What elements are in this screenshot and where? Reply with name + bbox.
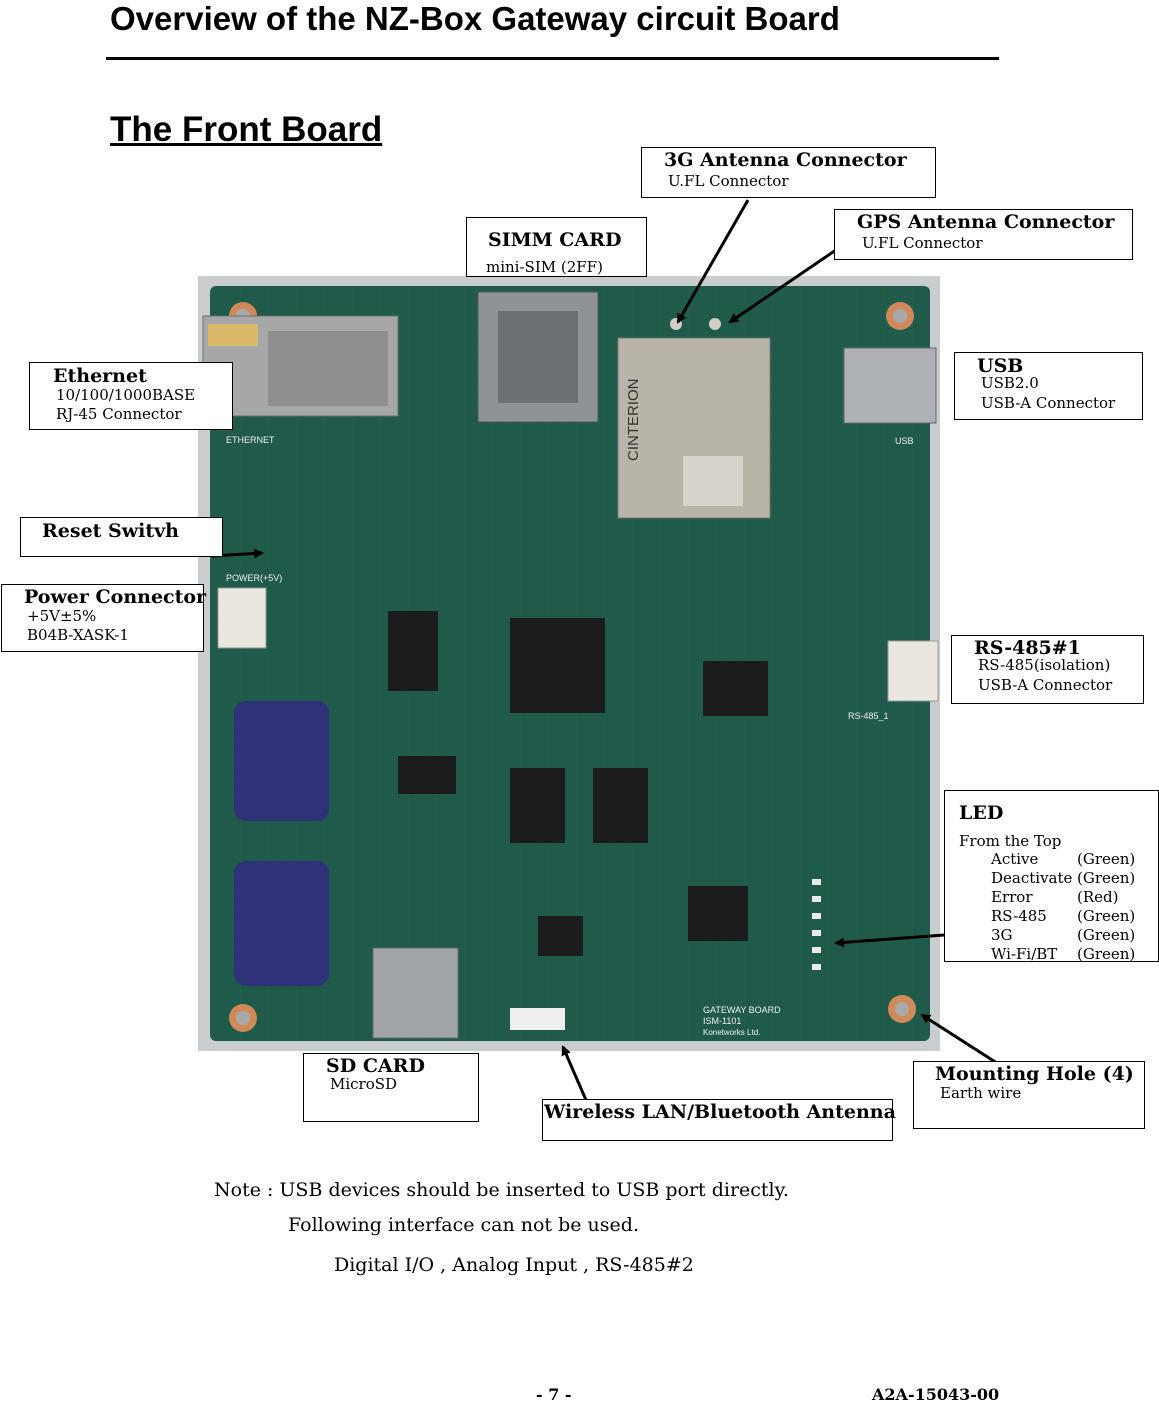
callout-3g-antenna: 3G Antenna Connector U.FL Connector bbox=[641, 147, 936, 198]
callout-power-connector: Power Connector +5V±5% B04B-XASK-1 bbox=[1, 584, 207, 652]
callout-title: SIMM CARD bbox=[488, 229, 622, 251]
svg-text:POWER(+5V): POWER(+5V) bbox=[226, 573, 282, 583]
svg-text:GATEWAY BOARD: GATEWAY BOARD bbox=[703, 1005, 781, 1015]
svg-text:Konetworks Ltd.: Konetworks Ltd. bbox=[703, 1028, 760, 1037]
supercapacitors bbox=[234, 701, 329, 986]
cellular-module: CINTERION bbox=[617, 337, 771, 519]
svg-text:USB: USB bbox=[895, 436, 914, 446]
svg-text:ETHERNET: ETHERNET bbox=[226, 435, 275, 445]
svg-text:RS-485_1: RS-485_1 bbox=[848, 711, 889, 721]
callout-reset-switch: Reset Switvh bbox=[20, 517, 223, 557]
callout-title: 3G Antenna Connector bbox=[664, 149, 907, 171]
ram-chip bbox=[388, 611, 438, 691]
callout-desc: USB2.0 bbox=[981, 374, 1039, 392]
memory-chip-2 bbox=[593, 768, 648, 843]
callout-title: RS-485#1 bbox=[974, 637, 1081, 659]
callout-desc: RJ-45 Connector bbox=[56, 405, 182, 423]
rs485-connector bbox=[887, 640, 939, 702]
led-name: Deactivate bbox=[991, 869, 1073, 887]
callout-desc: MicroSD bbox=[330, 1075, 398, 1093]
document-id: A2A-15043-00 bbox=[872, 1385, 1000, 1404]
ic-chip-2 bbox=[703, 661, 768, 716]
mounting-holes bbox=[229, 302, 916, 1032]
callout-desc: U.FL Connector bbox=[668, 172, 789, 190]
ic-chip bbox=[398, 756, 456, 794]
antenna-chip bbox=[510, 1008, 565, 1030]
callout-desc: 10/100/1000BASE bbox=[56, 386, 196, 404]
callout-desc: USB-A Connector bbox=[978, 676, 1113, 694]
note-line-3: Digital I/O , Analog Input , RS-485#2 bbox=[334, 1254, 694, 1276]
led-color: (Green) bbox=[1077, 945, 1136, 963]
led-name: Active bbox=[991, 850, 1039, 868]
note-line-2: Following interface can not be used. bbox=[288, 1214, 639, 1236]
led-intro: From the Top bbox=[959, 832, 1062, 850]
page-number: - 7 - bbox=[536, 1385, 572, 1404]
led-column bbox=[812, 879, 821, 970]
power-connector bbox=[217, 587, 267, 649]
svg-text:ISM-1101: ISM-1101 bbox=[703, 1016, 741, 1026]
ufl-gps bbox=[709, 318, 721, 330]
usb-jack bbox=[843, 347, 937, 424]
wifi-module bbox=[538, 916, 583, 956]
callout-desc: USB-A Connector bbox=[981, 394, 1116, 412]
callout-title: Ethernet bbox=[53, 365, 147, 387]
callout-title: LED bbox=[959, 802, 1004, 824]
led-color: (Green) bbox=[1077, 850, 1136, 868]
callout-title: SD CARD bbox=[326, 1055, 425, 1077]
sim-holder bbox=[477, 291, 599, 423]
callout-gps-antenna: GPS Antenna Connector U.FL Connector bbox=[834, 209, 1133, 260]
callout-title: Power Connector bbox=[24, 586, 207, 608]
callout-wireless-antenna: Wireless LAN/Bluetooth Antenna bbox=[542, 1099, 896, 1141]
cpu-chip bbox=[510, 618, 605, 713]
callout-title: USB bbox=[977, 355, 1024, 377]
ic-chip-3 bbox=[688, 886, 748, 941]
callout-title: Reset Switvh bbox=[42, 520, 179, 542]
circuit-board-photo: CINTERION GATEWAY BOARD ISM-1101 Konetwo… bbox=[198, 276, 940, 1051]
callout-desc: U.FL Connector bbox=[862, 234, 983, 252]
svg-text:CINTERION: CINTERION bbox=[625, 379, 642, 462]
callout-title: GPS Antenna Connector bbox=[857, 211, 1115, 233]
title-divider bbox=[106, 57, 999, 60]
callout-rs485: RS-485#1 RS-485(isolation) USB-A Connect… bbox=[951, 635, 1144, 704]
callout-desc: Earth wire bbox=[940, 1084, 1022, 1102]
led-color: (Green) bbox=[1077, 926, 1136, 944]
callout-mounting-hole: Mounting Hole (4) Earth wire bbox=[913, 1061, 1145, 1129]
callout-desc: B04B-XASK-1 bbox=[27, 626, 129, 644]
led-name: Error bbox=[991, 888, 1033, 906]
callout-usb: USB USB2.0 USB-A Connector bbox=[954, 352, 1143, 420]
section-title: The Front Board bbox=[110, 110, 383, 149]
callout-simm-card: SIMM CARD mini-SIM (2FF) bbox=[466, 217, 647, 277]
note-line-1: Note : USB devices should be inserted to… bbox=[214, 1179, 789, 1201]
page-title: Overview of the NZ-Box Gateway circuit B… bbox=[110, 0, 840, 37]
led-color: (Green) bbox=[1077, 907, 1136, 925]
memory-chip-1 bbox=[510, 768, 565, 843]
callout-sd-card: SD CARD MicroSD bbox=[303, 1053, 479, 1122]
ufl-3g bbox=[670, 318, 682, 330]
led-name: Wi-Fi/BT bbox=[991, 945, 1058, 963]
callout-led: LED From the Top Active(Green)Deactivate… bbox=[944, 790, 1159, 963]
callout-title: Wireless LAN/Bluetooth Antenna bbox=[544, 1101, 896, 1123]
callout-desc: RS-485(isolation) bbox=[978, 656, 1111, 674]
led-color: (Green) bbox=[1077, 869, 1136, 887]
led-name: RS-485 bbox=[991, 907, 1047, 925]
led-color: (Red) bbox=[1077, 888, 1119, 906]
callout-desc: mini-SIM (2FF) bbox=[486, 258, 603, 276]
sd-slot bbox=[372, 947, 459, 1039]
led-name: 3G bbox=[991, 926, 1013, 944]
callout-desc: +5V±5% bbox=[27, 607, 97, 625]
callout-ethernet: Ethernet 10/100/1000BASE RJ-45 Connector bbox=[29, 362, 233, 430]
callout-title: Mounting Hole (4) bbox=[935, 1063, 1134, 1085]
